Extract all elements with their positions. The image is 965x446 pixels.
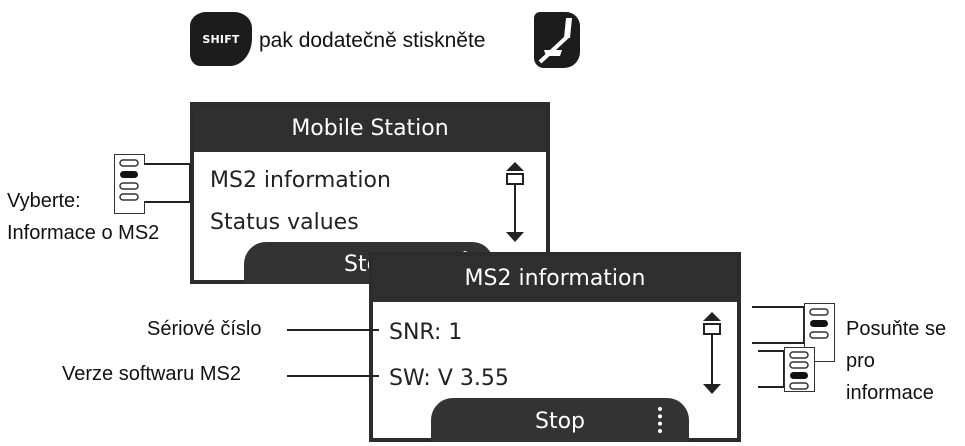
menu-item-ms2-information[interactable]: MS2 information	[210, 168, 391, 193]
screen-title: Mobile Station	[194, 106, 546, 152]
annotation-select-target: Informace o MS2	[7, 222, 160, 244]
annotation-serial-number: Sériové číslo	[147, 318, 262, 340]
phone-key-icon[interactable]	[534, 12, 580, 68]
leader-line	[287, 329, 379, 331]
shift-key-icon[interactable]: SHIFT	[190, 12, 252, 66]
scroll-indicator-icon[interactable]	[504, 162, 526, 246]
instruction-text: pak dodatečně stiskněte	[259, 29, 486, 52]
screen-ms2-information: MS2 information SNR: 1 SW: V 3.55 Stop	[369, 252, 741, 442]
more-dots-icon	[658, 407, 665, 433]
annotation-scroll-line1: Posuňte se	[846, 318, 947, 340]
stop-button-label: Stop	[534, 409, 585, 434]
dial-scroll-icon	[750, 303, 836, 398]
annotation-select: Vyberte:	[7, 190, 81, 212]
dial-select-icon	[114, 154, 192, 219]
screen-title: MS2 information	[373, 256, 737, 302]
info-row-software-version: SW: V 3.55	[389, 366, 509, 391]
scroll-indicator-icon[interactable]	[701, 312, 723, 398]
shift-key-label: SHIFT	[202, 32, 240, 46]
info-row-serial-number: SNR: 1	[389, 320, 463, 345]
menu-item-status-values[interactable]: Status values	[210, 210, 359, 235]
leader-line	[287, 375, 379, 377]
stop-button[interactable]: Stop	[431, 398, 689, 442]
annotation-scroll-line2: pro	[846, 350, 875, 372]
annotation-software-version: Verze softwaru MS2	[62, 363, 241, 385]
annotation-scroll-line3: informace	[846, 382, 934, 404]
